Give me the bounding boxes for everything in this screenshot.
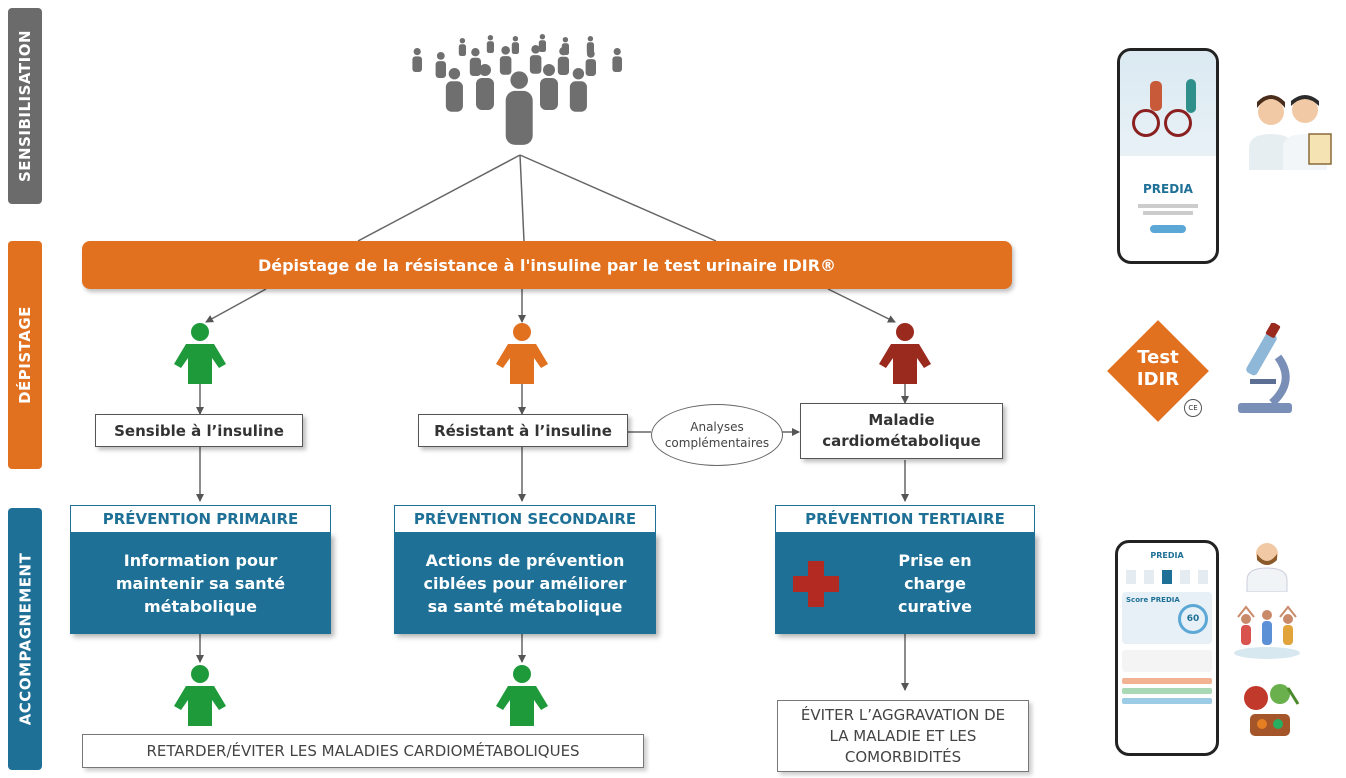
yoga-icon: [1234, 605, 1300, 659]
prevention-primaire: PRÉVENTION PRIMAIRE Information pour mai…: [70, 505, 331, 634]
person-green-icon: [174, 323, 226, 384]
person-red-icon: [879, 323, 931, 384]
side-label-depistage: DÉPISTAGE: [8, 241, 42, 469]
food-icon: [1244, 684, 1300, 736]
crowd-icon: [412, 34, 622, 145]
smartphone-icon: PREDIA Score PREDIA 60: [1115, 540, 1219, 756]
prevention-tertiaire-body: Prise en charge curative: [898, 551, 972, 616]
ce-mark: CE: [1184, 399, 1202, 417]
app-name: PREDIA: [1143, 182, 1193, 196]
prevention-secondaire-title: PRÉVENTION SECONDAIRE: [394, 505, 656, 533]
side-label-accompagnement: ACCOMPAGNEMENT: [8, 508, 42, 770]
status-resistant: Résistant à l’insuline: [418, 414, 628, 447]
person-green-icon: [496, 665, 548, 726]
app-name: PREDIA: [1150, 551, 1184, 560]
person-green-icon: [174, 665, 226, 726]
doctors-icon: [1249, 95, 1332, 170]
prevention-tertiaire: PRÉVENTION TERTIAIRE Prise en charge cur…: [775, 505, 1035, 634]
smartphone-icon: PREDIA: [1117, 48, 1219, 264]
outcome-retarder: RETARDER/ÉVITER LES MALADIES CARDIOMÉTAB…: [82, 734, 644, 768]
prevention-tertiaire-title: PRÉVENTION TERTIAIRE: [775, 505, 1035, 533]
analyses-ellipse: Analyses complémentaires: [651, 404, 783, 466]
status-sensible: Sensible à l’insuline: [95, 414, 303, 447]
prevention-secondaire-body: Actions de prévention ciblées pour améli…: [423, 551, 627, 616]
prevention-secondaire: PRÉVENTION SECONDAIRE Actions de prévent…: [394, 505, 656, 634]
depistage-banner: Dépistage de la résistance à l'insuline …: [82, 241, 1012, 289]
doctor-icon: [1246, 543, 1288, 592]
score-label: Score PREDIA: [1126, 596, 1180, 604]
medical-cross-icon: [793, 561, 839, 607]
test-idir-label: Test IDIR: [1136, 347, 1180, 390]
side-label-sensibilisation: SENSIBILISATION: [8, 8, 42, 204]
person-orange-icon: [496, 323, 548, 384]
prevention-primaire-title: PRÉVENTION PRIMAIRE: [70, 505, 331, 533]
test-idir-badge: Test IDIR CE: [1107, 320, 1209, 422]
prevention-primaire-body: Information pour maintenir sa santé méta…: [115, 551, 286, 616]
outcome-eviter: ÉVITER L’AGGRAVATION DE LA MALADIE ET LE…: [777, 700, 1029, 772]
score-value: 60: [1178, 604, 1208, 634]
status-maladie: Maladie cardiométabolique: [800, 403, 1003, 459]
microscope-icon: [1238, 323, 1292, 413]
